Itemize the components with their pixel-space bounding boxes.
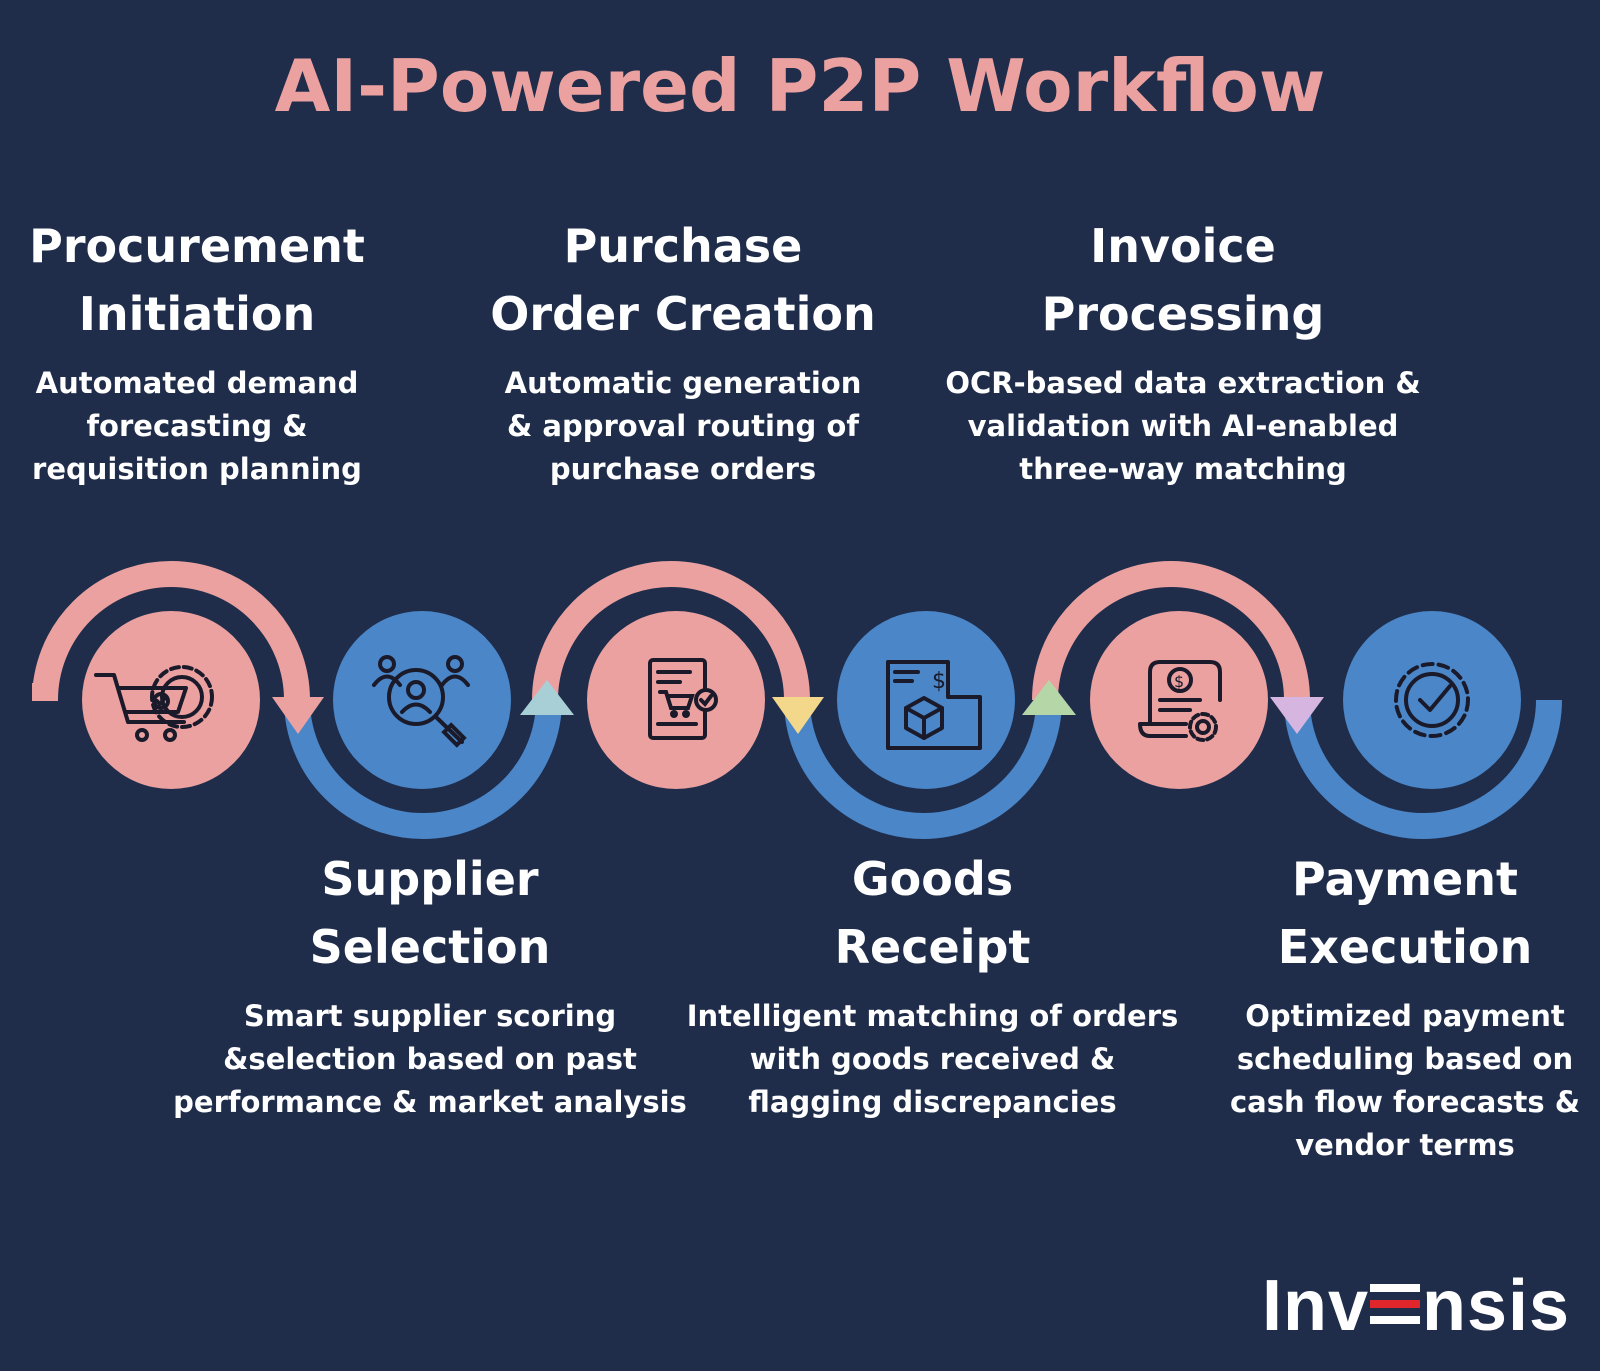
step-goods-receipt: Goods Receipt Intelligent matching of or… — [680, 845, 1185, 1124]
package-receipt-icon: $ — [886, 660, 982, 750]
step-title-line: Supplier — [321, 852, 539, 906]
step-desc-line: three-way matching — [1019, 452, 1347, 486]
step-desc-line: &selection based on past — [223, 1042, 637, 1076]
step-title-line: Execution — [1277, 920, 1533, 974]
step-description: Intelligent matching of orders with good… — [680, 995, 1185, 1124]
step-title: Supplier Selection — [160, 845, 700, 981]
people-search-icon — [372, 655, 470, 748]
step-title-line: Goods — [851, 852, 1014, 906]
arrow-head-down — [772, 697, 824, 734]
flow-arc-pink — [1032, 561, 1310, 701]
gear-check-icon — [1394, 662, 1470, 738]
step-supplier-selection: Supplier Selection Smart supplier scorin… — [160, 845, 700, 1124]
step-desc-line: performance & market analysis — [173, 1085, 687, 1119]
arrow-head-down — [272, 697, 324, 734]
step-title-line: Purchase — [563, 219, 803, 273]
purchase-order-icon — [648, 658, 718, 740]
step-desc-line: Intelligent matching of orders — [686, 999, 1179, 1033]
step-description: Optimized payment scheduling based on ca… — [1220, 995, 1590, 1167]
step-desc-line: Smart supplier scoring — [243, 999, 617, 1033]
step-title-line: Invoice — [1090, 219, 1276, 273]
step-desc-line: requisition planning — [32, 452, 362, 486]
step-desc-line: purchase orders — [549, 452, 817, 486]
page-title: AI-Powered P2P Workflow — [274, 44, 1326, 128]
step-title: Payment Execution — [1220, 845, 1590, 981]
step-title: Invoice Processing — [918, 212, 1448, 348]
invoice-gear-icon: $ — [1138, 660, 1222, 742]
cart-gear-icon — [94, 665, 214, 742]
flow-start-cap — [32, 683, 58, 701]
step-title: Purchase Order Creation — [468, 212, 898, 348]
step-invoice-processing: Invoice Processing OCR-based data extrac… — [918, 212, 1448, 491]
step-title-line: Procurement — [29, 219, 365, 273]
step-desc-line: Automatic generation — [504, 366, 862, 400]
flow-arc-blue — [1284, 699, 1562, 839]
step-circle-6 — [1343, 611, 1521, 789]
step-desc-line: & approval routing of — [507, 409, 859, 443]
invensis-logo: Inv nsis — [1262, 1264, 1582, 1344]
svg-text:Inv: Inv — [1262, 1266, 1369, 1344]
step-title-line: Order Creation — [490, 287, 876, 341]
step-desc-line: scheduling based on — [1236, 1042, 1574, 1076]
step-description: OCR-based data extraction & validation w… — [918, 362, 1448, 491]
arrow-head-down — [1270, 697, 1324, 734]
step-title-line: Initiation — [78, 287, 316, 341]
step-desc-line: with goods received & — [749, 1042, 1116, 1076]
flow-arc-pink — [532, 561, 810, 701]
flow-arc-pink — [32, 561, 310, 701]
step-description: Automatic generation & approval routing … — [468, 362, 898, 491]
step-description: Automated demand forecasting & requisiti… — [22, 362, 372, 491]
step-desc-line: OCR-based data extraction & — [945, 366, 1421, 400]
step-title-line: Selection — [309, 920, 551, 974]
step-desc-line: Optimized payment — [1245, 999, 1565, 1033]
flow-arc-blue — [284, 699, 562, 839]
arrow-head-up — [520, 680, 574, 715]
invensis-logo-mark: Inv nsis — [1262, 1266, 1570, 1344]
step-purchase-order-creation: Purchase Order Creation Automatic genera… — [468, 212, 898, 491]
step-description: Smart supplier scoring &selection based … — [160, 995, 700, 1124]
flow-arc-blue — [784, 699, 1062, 839]
step-title-line: Receipt — [834, 920, 1031, 974]
step-desc-line: cash flow forecasts & — [1229, 1085, 1581, 1119]
step-desc-line: Automated demand — [35, 366, 359, 400]
step-circle-3 — [587, 611, 765, 789]
step-title-line: Processing — [1041, 287, 1325, 341]
step-desc-line: validation with AI-enabled — [967, 409, 1399, 443]
step-title: Procurement Initiation — [22, 212, 372, 348]
step-title-line: Payment — [1292, 852, 1518, 906]
step-procurement-initiation: Procurement Initiation Automated demand … — [22, 212, 372, 491]
svg-text:$: $ — [932, 669, 946, 694]
step-circle-2 — [333, 611, 511, 789]
svg-text:nsis: nsis — [1422, 1266, 1570, 1344]
step-desc-line: forecasting & — [86, 409, 308, 443]
step-title: Goods Receipt — [680, 845, 1185, 981]
step-desc-line: flagging discrepancies — [748, 1085, 1117, 1119]
step-desc-line: vendor terms — [1295, 1128, 1515, 1162]
arrow-head-up — [1022, 680, 1076, 715]
svg-text:$: $ — [1174, 672, 1184, 691]
step-payment-execution: Payment Execution Optimized payment sche… — [1220, 845, 1590, 1167]
step-circle-1 — [82, 611, 260, 789]
